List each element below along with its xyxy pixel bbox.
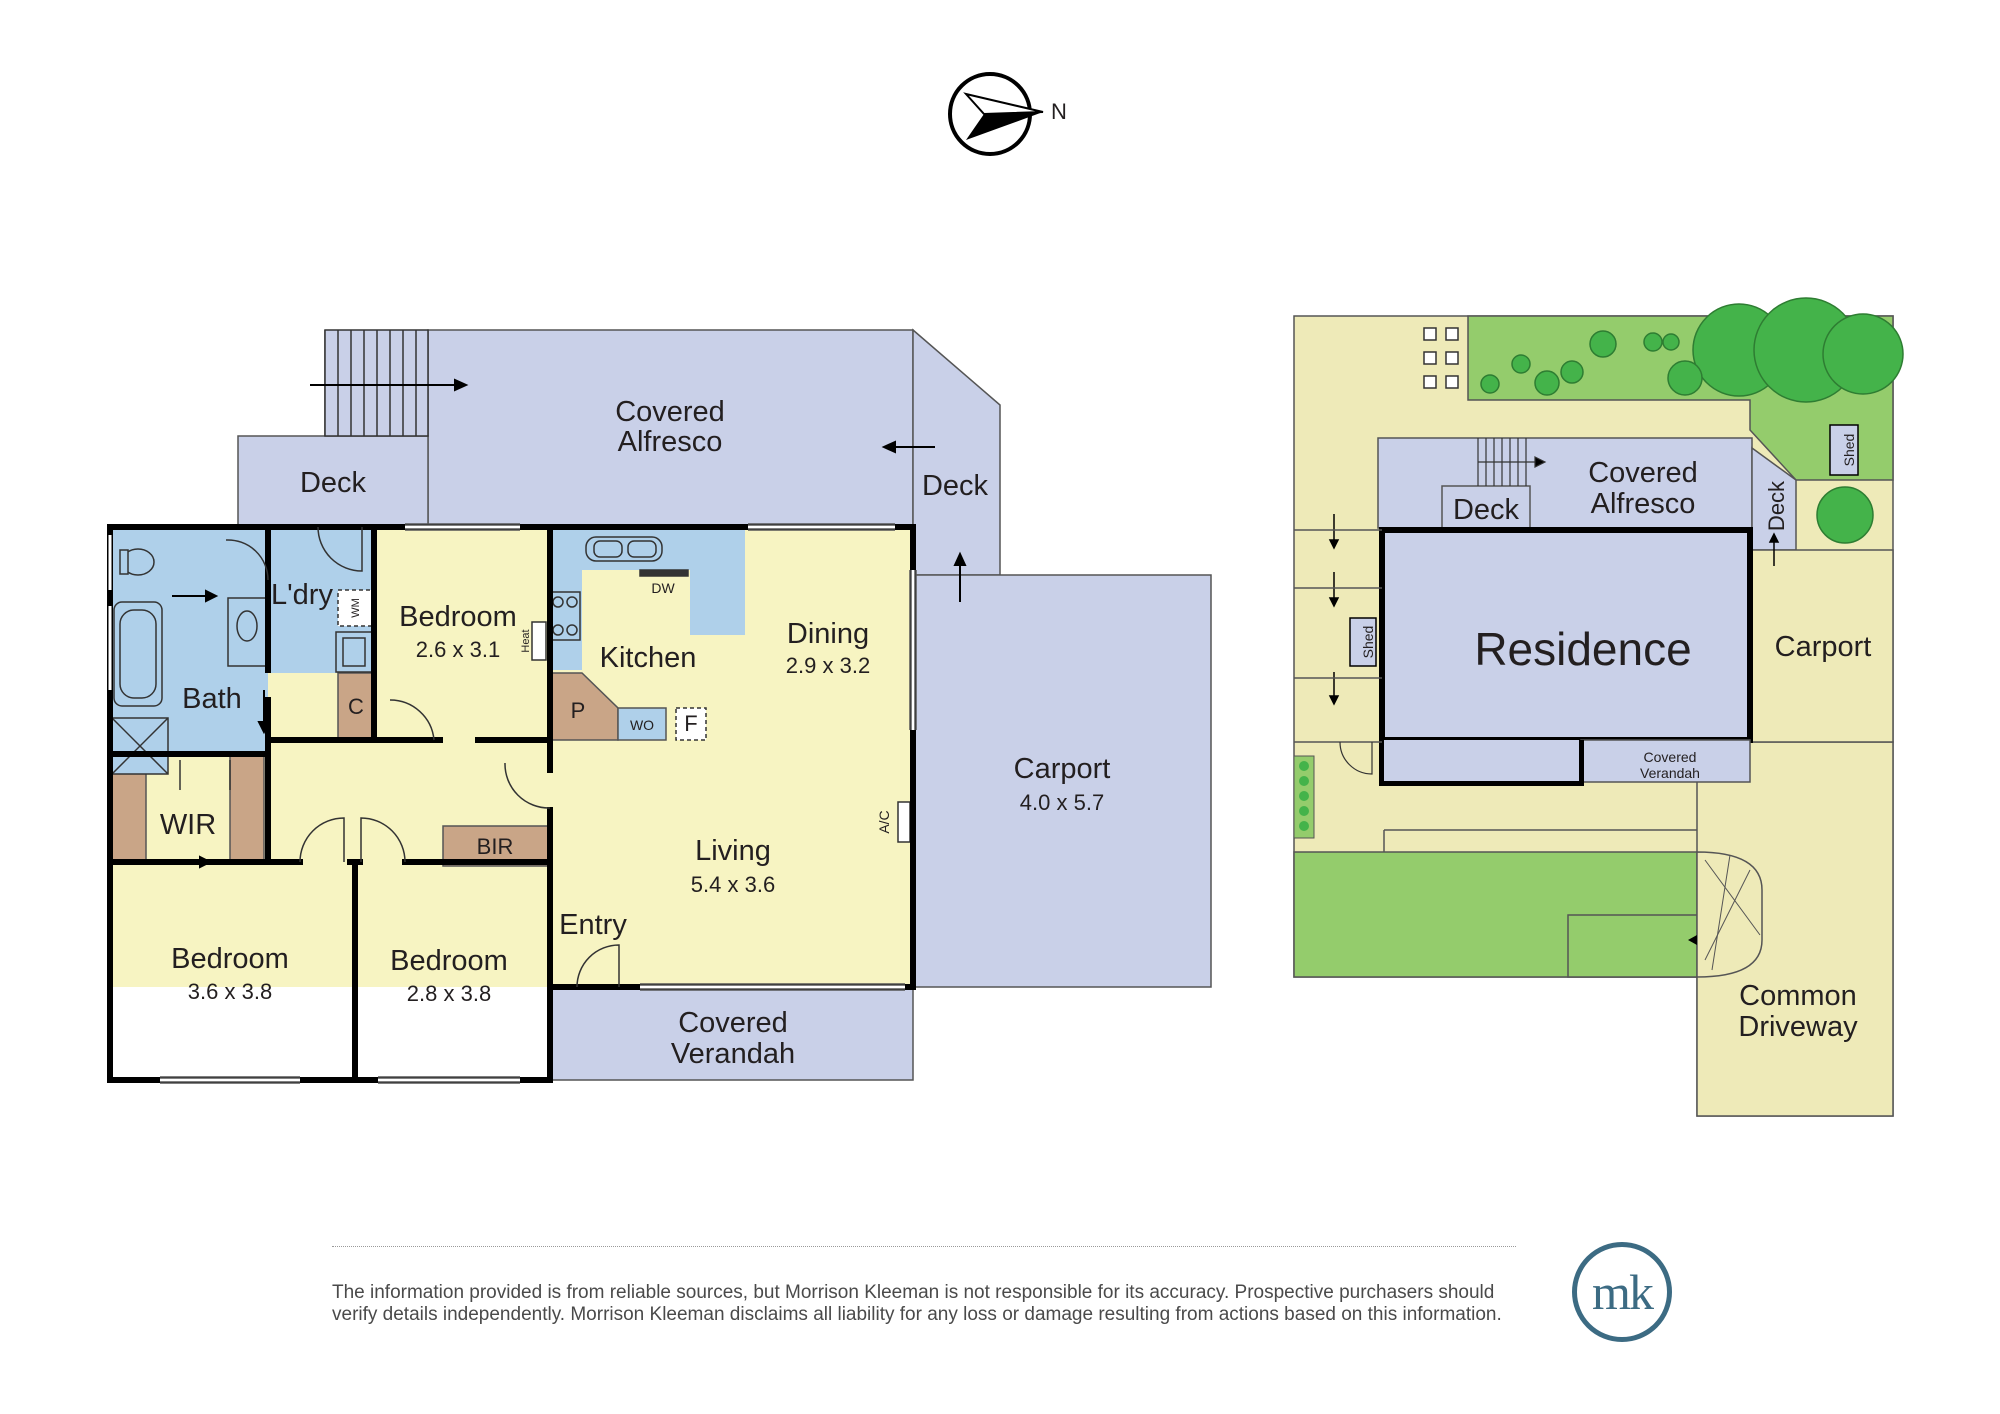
kitchen-bench — [550, 530, 745, 670]
door-swings — [179, 526, 620, 988]
site-carport — [1751, 549, 1894, 743]
covered-verandah-label-1: Covered — [678, 1007, 788, 1039]
wir-label: WIR — [160, 809, 216, 841]
covered-alfresco-area — [427, 329, 914, 526]
site-arrows — [1294, 514, 1780, 743]
site-stairs — [1477, 438, 1547, 486]
covered-verandah-label-2: Verandah — [671, 1038, 795, 1070]
living-size: 5.4 x 3.6 — [691, 872, 775, 897]
carport-name: Carport — [1014, 753, 1111, 785]
outdoor-areas — [237, 328, 1212, 1081]
deck-left-label: Deck — [300, 467, 367, 499]
carport-size: 4.0 x 5.7 — [1020, 790, 1104, 815]
compass-icon — [948, 72, 1044, 156]
site-residence-label: Residence — [1474, 623, 1691, 675]
site-alfresco-label-2: Alfresco — [1591, 488, 1696, 520]
covered-alfresco-label-2: Alfresco — [618, 426, 723, 458]
heat-label: Heat — [520, 629, 532, 652]
wo-box — [617, 707, 667, 741]
alfresco-stairs — [324, 329, 429, 437]
site-verandah-label-1: Covered — [1644, 749, 1697, 765]
laundry-label: L'dry — [271, 579, 333, 611]
pantry-label: P — [571, 698, 586, 723]
wo-label: WO — [630, 717, 654, 733]
carport-area — [912, 574, 1212, 988]
dining-size: 2.9 x 3.2 — [786, 653, 870, 678]
covered-alfresco-label-1: Covered — [615, 396, 725, 428]
bedroom-left-name: Bedroom — [171, 943, 289, 975]
lawn-inner — [1567, 914, 1705, 978]
disclaimer-line-2: verify details independently. Morrison K… — [332, 1304, 1502, 1325]
kitchen-label: Kitchen — [600, 642, 697, 674]
hedge-icon — [1299, 761, 1309, 831]
entry-label: Entry — [559, 909, 627, 941]
site-deck-top — [1441, 485, 1531, 529]
pavers-icon — [1423, 327, 1459, 389]
bedroom-mid-name: Bedroom — [390, 945, 508, 977]
wir-left-shelf — [111, 769, 147, 863]
ac-unit — [897, 801, 911, 843]
bedroom-top-name: Bedroom — [399, 601, 517, 633]
mk-logo: mk — [1572, 1242, 1672, 1342]
common-driveway-label-1: Common — [1739, 980, 1857, 1012]
living-name: Living — [695, 835, 771, 867]
bath-label: Bath — [182, 683, 242, 715]
disclaimer-text: The information provided is from reliabl… — [332, 1282, 1532, 1326]
site-plan — [1293, 297, 1904, 1117]
dishwasher — [639, 569, 689, 577]
site-verandah-label-2: Verandah — [1640, 765, 1700, 781]
deck-right-area — [912, 328, 1001, 576]
windows — [108, 525, 915, 1082]
deck-right-label: Deck — [922, 470, 989, 502]
dw-label: DW — [651, 580, 675, 596]
bedroom-top-size: 2.6 x 3.1 — [416, 637, 500, 662]
site-alfresco-label-1: Covered — [1588, 457, 1698, 489]
heater — [531, 621, 547, 661]
common-driveway-label-2: Driveway — [1738, 1011, 1858, 1043]
disclaimer-line-1: The information provided is from reliabl… — [332, 1282, 1495, 1303]
site-alfresco — [1377, 437, 1753, 529]
covered-verandah-area — [549, 987, 914, 1081]
dining-name: Dining — [787, 618, 869, 650]
site-deck-top-label: Deck — [1453, 494, 1520, 526]
ac-label: A/C — [876, 810, 892, 833]
site-residence — [1379, 527, 1753, 743]
site-shed-top-label: Shed — [1841, 434, 1857, 467]
site-shed-left — [1349, 617, 1377, 667]
direction-arrows — [168, 378, 967, 869]
footer-divider — [332, 1246, 1516, 1247]
bir-label: BIR — [477, 834, 514, 859]
tree-icons — [1480, 297, 1904, 544]
bedroom-mid-size: 2.8 x 3.8 — [407, 981, 491, 1006]
fridge-box — [675, 707, 707, 741]
fridge-label: F — [684, 711, 697, 736]
site-deck-side-label: Deck — [1764, 480, 1789, 531]
wm-label: WM — [350, 598, 362, 618]
site-shed-left-label: Shed — [1360, 626, 1376, 659]
cupboard-label: C — [348, 694, 364, 719]
window-ticks — [160, 523, 917, 1084]
site-shed-top — [1829, 424, 1859, 476]
compass-north-label: N — [1051, 99, 1067, 124]
wir-right-shelf — [229, 755, 265, 863]
bedroom-left-size: 3.6 x 3.8 — [188, 979, 272, 1004]
site-carport-label: Carport — [1775, 631, 1872, 663]
